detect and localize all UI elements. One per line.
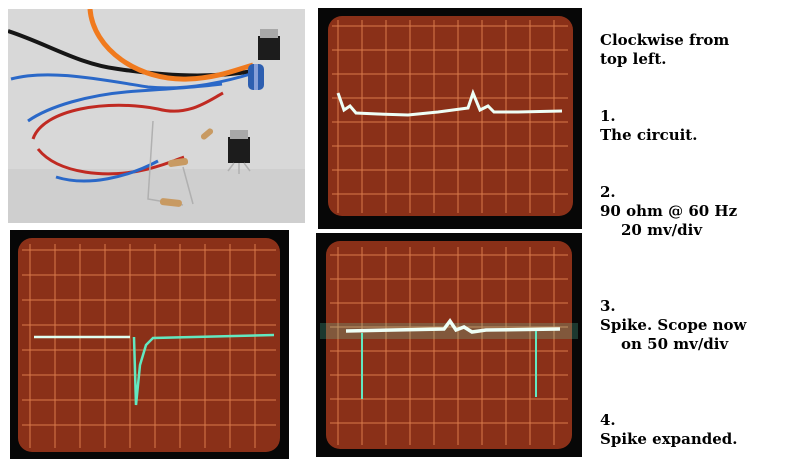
scope-screen-svg — [316, 233, 582, 457]
oscilloscope-60hz-display — [318, 8, 582, 229]
item-subtext: 20 mv/div — [621, 221, 703, 239]
caption-item-2: 2. 90 ohm @ 60 Hz 20 mv/div — [600, 164, 800, 259]
scope-grid — [332, 20, 568, 213]
oscilloscope-spike-display — [10, 230, 289, 459]
item-number: 3. — [600, 297, 616, 315]
item-number: 2. — [600, 183, 616, 201]
scope-trace — [336, 88, 563, 117]
caption-item-1: 1. The circuit. — [600, 88, 800, 145]
item-text: 90 ohm @ 60 Hz — [600, 202, 738, 220]
item-number: 4. — [600, 411, 616, 429]
scope-grid — [22, 244, 276, 448]
scope-screen-svg — [318, 8, 582, 229]
item-subtext: on 50 mv/div — [621, 335, 729, 353]
scope-spike-trace — [361, 331, 537, 399]
caption-text: Clockwise from top left. 1. The circuit.… — [600, 31, 800, 468]
scope-trace — [345, 317, 561, 334]
scope-screen-svg — [10, 230, 289, 459]
caption-item-3: 3. Spike. Scope now on 50 mv/div — [600, 278, 800, 373]
caption-heading: Clockwise from top left. — [600, 31, 730, 68]
scope-spike-trace — [132, 333, 275, 406]
item-text: Spike. Scope now — [600, 316, 747, 334]
item-text: Spike expanded. — [600, 430, 738, 448]
item-text: The circuit. — [600, 126, 698, 144]
item-number: 1. — [600, 107, 616, 125]
oscilloscope-spike-expanded-display — [316, 233, 582, 457]
circuit-photo — [8, 9, 305, 223]
caption-item-4: 4. Spike expanded. — [600, 392, 800, 449]
